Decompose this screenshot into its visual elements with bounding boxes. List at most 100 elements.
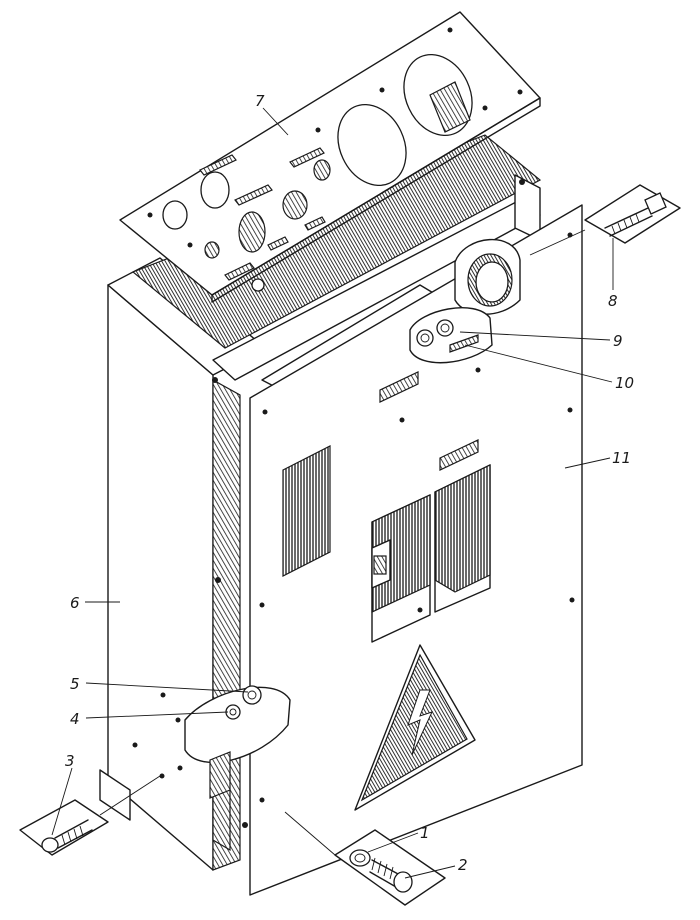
- door-right-window-inner: [434, 464, 491, 593]
- upper-hinge: [409, 307, 493, 364]
- side-hole: [177, 765, 183, 771]
- port-bracket: [429, 81, 471, 133]
- leader-4: [85, 711, 229, 719]
- lower-washer-inner: [229, 708, 237, 716]
- leader-3: [51, 767, 73, 836]
- inset-screw-1-2: [284, 811, 446, 906]
- small-port-hatched: [313, 159, 331, 181]
- warning-triangle-inner: [360, 653, 468, 802]
- washer-icon: [349, 849, 371, 867]
- slot: [234, 184, 273, 206]
- hinge-nut-inner: [420, 333, 430, 343]
- callout-7: 7: [255, 92, 265, 110]
- leader-1: [367, 832, 419, 853]
- door-slot: [439, 439, 479, 471]
- inset-screw-3: [19, 775, 161, 856]
- top-plate-thickness: [211, 97, 541, 303]
- callout-11: 11: [612, 449, 631, 467]
- small-port: [200, 171, 230, 209]
- slot: [199, 154, 237, 176]
- door-hole: [262, 409, 268, 415]
- plate-hole: [447, 27, 453, 33]
- lightning-bolt-icon: [407, 689, 433, 756]
- leader-10: [464, 344, 613, 383]
- side-hole: [519, 179, 525, 185]
- plate-hole: [379, 87, 385, 93]
- front-door: [249, 204, 583, 896]
- slot: [224, 262, 255, 281]
- plate-hole: [187, 242, 193, 248]
- callout-5: 5: [70, 675, 80, 693]
- leader-line: [99, 775, 161, 816]
- callout-labels: 1 2 3 4 5 6 7 8 9 10 11: [65, 92, 634, 874]
- door-latch-block: [373, 555, 387, 575]
- callout-6: 6: [70, 594, 80, 612]
- hinge-washer-inner: [440, 323, 450, 333]
- inset-screw-8: [529, 184, 681, 256]
- callout-9: 9: [613, 332, 623, 350]
- inset-plate: [334, 829, 446, 906]
- inset-plate: [19, 799, 109, 856]
- callout-8: 8: [608, 292, 618, 310]
- callout-4: 4: [70, 710, 80, 728]
- door-hole: [259, 602, 265, 608]
- side-hole: [212, 377, 218, 383]
- top-instrument-plate: [119, 11, 541, 303]
- lower-hinge: [184, 685, 291, 799]
- plate-hole: [315, 127, 321, 133]
- plate-hole: [517, 89, 523, 95]
- small-port-hatched: [204, 241, 220, 259]
- screw-icon: [41, 819, 93, 853]
- upper-hinge-plate: [409, 307, 493, 364]
- callout-10: 10: [615, 374, 634, 392]
- callout-1: 1: [420, 824, 430, 842]
- slot: [304, 216, 326, 231]
- leader-5: [85, 682, 249, 693]
- door-hole: [259, 797, 265, 803]
- door-slot: [379, 371, 419, 403]
- plate-hole: [482, 105, 488, 111]
- side-hole: [132, 742, 138, 748]
- lower-hinge-plate: [184, 686, 291, 764]
- plate-hole: [147, 212, 153, 218]
- slot: [267, 236, 289, 251]
- large-port: [337, 103, 407, 187]
- inset-plate: [584, 184, 681, 244]
- hinge-nut: [416, 329, 434, 347]
- hinge-pin: [449, 334, 479, 353]
- callout-3: 3: [65, 752, 75, 770]
- door-hole: [417, 607, 423, 613]
- lower-washer: [225, 704, 241, 720]
- right-edge: [514, 174, 541, 241]
- side-hole: [215, 577, 221, 583]
- lower-nut: [242, 685, 262, 705]
- callout-leaders: [51, 107, 614, 879]
- hinge-washer: [436, 319, 454, 337]
- screw-icon: [604, 192, 667, 237]
- side-hole: [159, 773, 165, 779]
- door-hole: [399, 417, 405, 423]
- side-hole: [175, 717, 181, 723]
- leader-9: [459, 331, 611, 341]
- bottom-foot: [99, 769, 131, 821]
- door-hole: [567, 407, 573, 413]
- door-hole: [475, 367, 481, 373]
- door-port-inner: [475, 261, 509, 303]
- lower-nut-inner: [247, 690, 257, 700]
- leader-line: [529, 229, 586, 256]
- small-port: [162, 200, 188, 230]
- side-wall: [107, 284, 214, 871]
- plate-nut: [251, 278, 265, 292]
- door-hole: [569, 597, 575, 603]
- leader-2: [404, 865, 456, 879]
- side-hole: [160, 692, 166, 698]
- leader-11: [564, 457, 611, 469]
- lower-hinge-slot: [209, 751, 231, 799]
- small-port-hatched: [238, 211, 266, 253]
- small-port-hatched: [282, 190, 308, 220]
- side-hole: [242, 822, 248, 828]
- leader-7: [262, 107, 289, 136]
- door-vent-window: [282, 445, 331, 577]
- callout-2: 2: [458, 856, 468, 874]
